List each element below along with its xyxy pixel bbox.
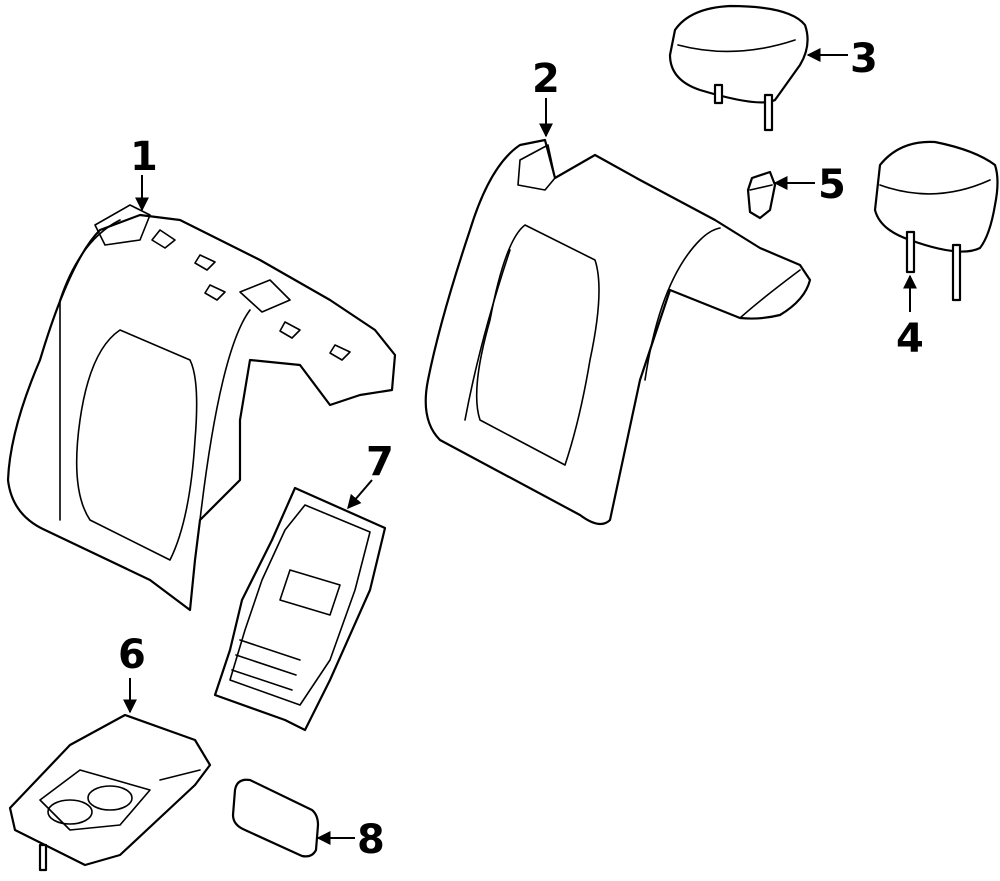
armrest-assembly[interactable] — [8, 713, 212, 872]
callout-4[interactable]: 4 — [896, 316, 924, 362]
headrest-guide[interactable] — [746, 170, 777, 220]
callout-2[interactable]: 2 — [532, 56, 560, 102]
seat-back-cover[interactable] — [6, 204, 397, 612]
seat-back-pad[interactable] — [424, 138, 812, 526]
callout-6[interactable]: 6 — [118, 632, 146, 678]
callout-3[interactable]: 3 — [850, 36, 878, 82]
callout-7[interactable]: 7 — [366, 439, 394, 485]
headrest-side[interactable] — [873, 140, 999, 302]
callout-8[interactable]: 8 — [357, 817, 385, 863]
callout-5[interactable]: 5 — [818, 162, 846, 208]
headrest-center[interactable] — [668, 4, 809, 132]
callout-1[interactable]: 1 — [130, 134, 158, 180]
leader-7 — [347, 479, 373, 510]
armrest-frame[interactable] — [213, 486, 387, 732]
armrest-pad[interactable] — [231, 778, 320, 858]
